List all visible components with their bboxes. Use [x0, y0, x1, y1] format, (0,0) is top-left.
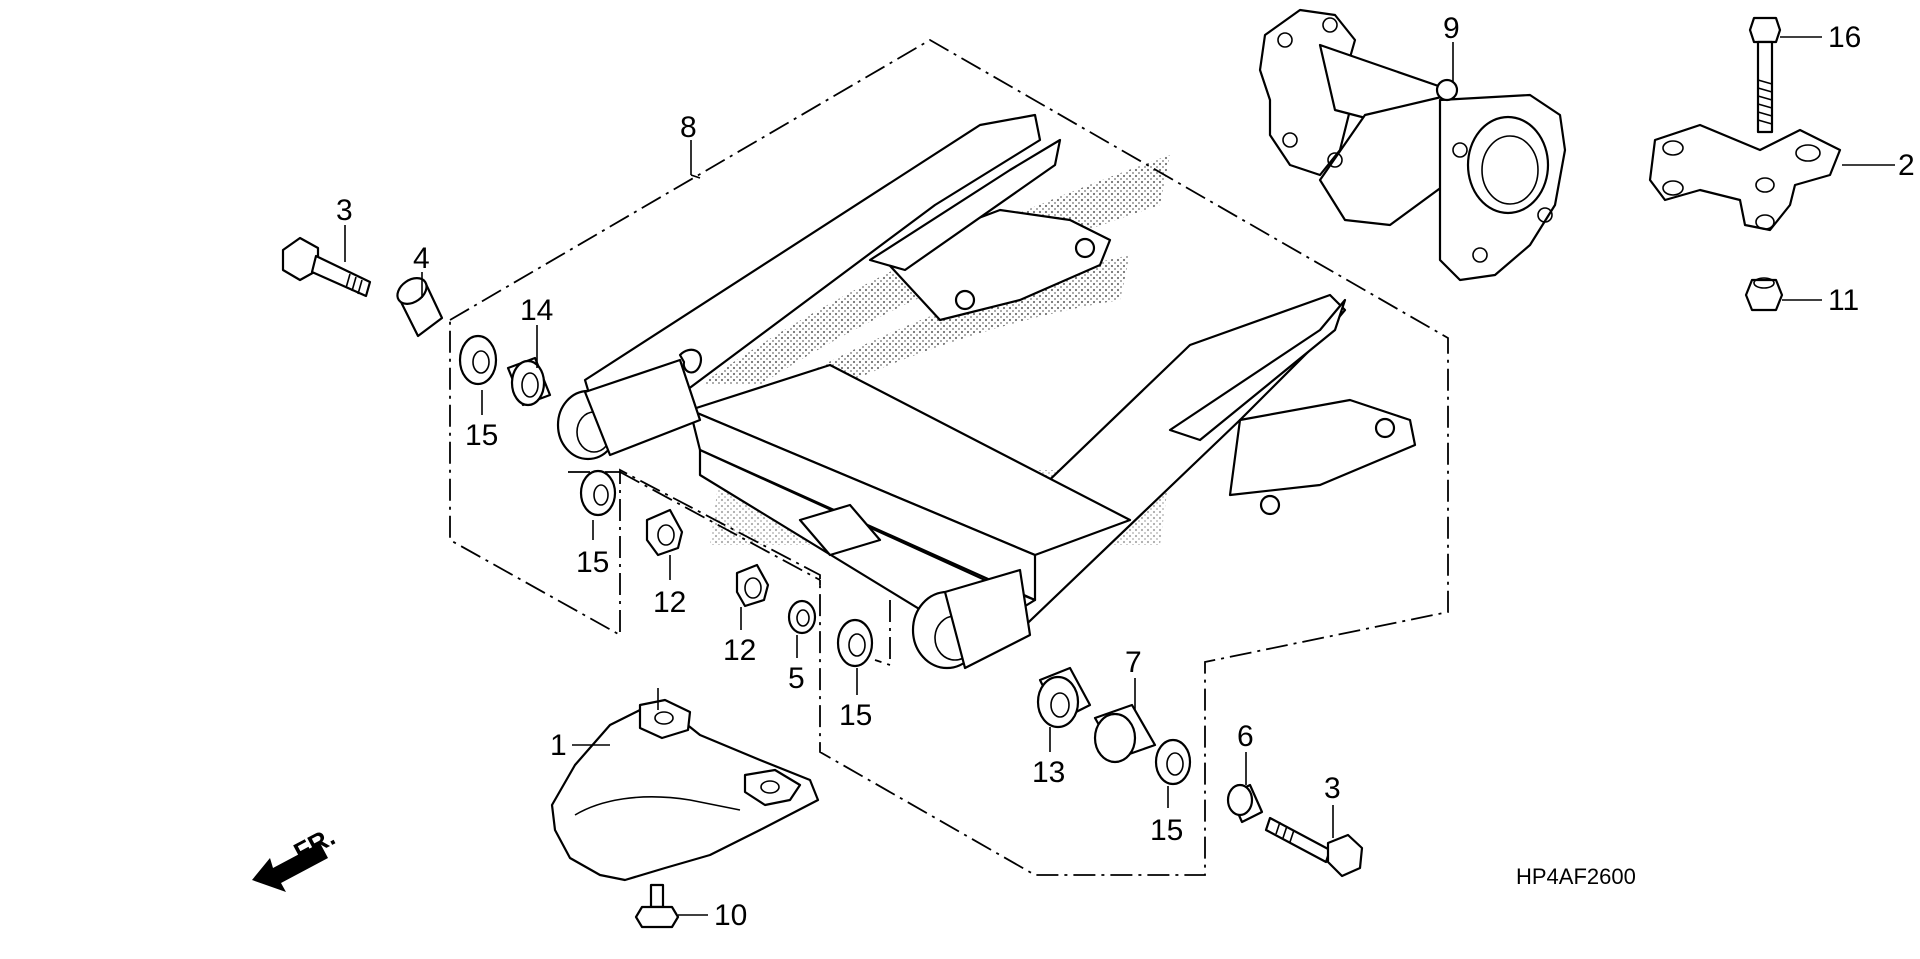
- collar-5: [787, 599, 817, 635]
- bearing-15-lower: [836, 618, 874, 668]
- bolt-10: [634, 883, 680, 929]
- callout-12-b: 12: [723, 634, 756, 667]
- bearing-14: [506, 356, 552, 407]
- callout-1: 1: [550, 729, 567, 762]
- callout-6: 6: [1237, 720, 1254, 753]
- right-dash-bracket: [874, 600, 891, 667]
- callout-15-upper: 15: [465, 419, 498, 452]
- callout-15-right: 15: [1150, 814, 1183, 847]
- callout-15-mid: 15: [576, 546, 609, 579]
- skid-plate-1: [550, 698, 820, 882]
- nut-12-b: [735, 563, 770, 608]
- callout-15-lower: 15: [839, 699, 872, 732]
- callout-5: 5: [788, 662, 805, 695]
- bearing-15-right: [1154, 738, 1192, 786]
- callout-7: 7: [1125, 646, 1142, 679]
- bearing-15-mid: [579, 469, 617, 517]
- collar-4: [396, 277, 444, 338]
- callout-3-right: 3: [1324, 772, 1341, 805]
- bolt-3-left: [281, 236, 372, 298]
- callout-16: 16: [1828, 21, 1861, 54]
- callout-9: 9: [1443, 12, 1460, 45]
- callout-12-a: 12: [653, 586, 686, 619]
- callout-10: 10: [714, 899, 747, 932]
- callout-3-left: 3: [336, 194, 353, 227]
- swingarm-assembly-outline: [449, 38, 1449, 876]
- callout-13: 13: [1032, 756, 1065, 789]
- front-direction-arrow-icon: FR.: [252, 821, 340, 892]
- bushing-7: [1093, 703, 1157, 764]
- swingarm: [556, 113, 1417, 670]
- collar-6: [1226, 783, 1264, 824]
- diagram-code: HP4AF2600: [1516, 864, 1636, 889]
- bracket-2: [1648, 123, 1842, 232]
- axle-bearing-housing: [1258, 8, 1567, 282]
- bearing-15-upper: [458, 334, 498, 386]
- bearing-13: [1036, 666, 1092, 729]
- bolt-16: [1748, 16, 1782, 134]
- callout-8: 8: [680, 111, 697, 144]
- nut-12-a: [645, 508, 684, 557]
- callout-11: 11: [1828, 284, 1859, 317]
- nut-11: [1744, 277, 1784, 312]
- lower-dash-bracket: [568, 471, 821, 585]
- callout-4: 4: [413, 242, 430, 275]
- bolt-3-right: [1264, 816, 1364, 878]
- callout-14: 14: [520, 294, 553, 327]
- callouts: 8 9 16 2 11 3 4 14 15 15 12 12 5 15 13 7…: [336, 12, 1915, 932]
- leader-lines: [344, 36, 1895, 916]
- callout-2: 2: [1898, 149, 1915, 182]
